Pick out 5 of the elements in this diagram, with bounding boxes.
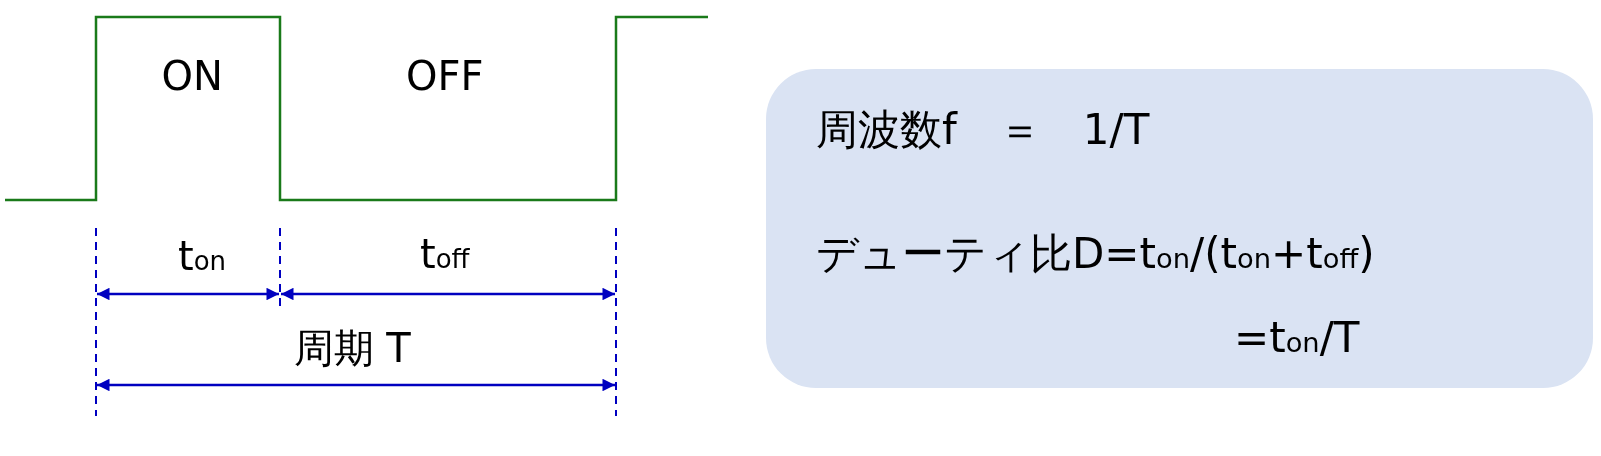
formula-panel xyxy=(766,69,1593,388)
formula-text: 周波数f ＝ 1/T xyxy=(816,109,1150,151)
period-label: 周期 T xyxy=(293,328,411,368)
state-label: OFF xyxy=(406,56,484,96)
state-label: ON xyxy=(161,56,223,96)
